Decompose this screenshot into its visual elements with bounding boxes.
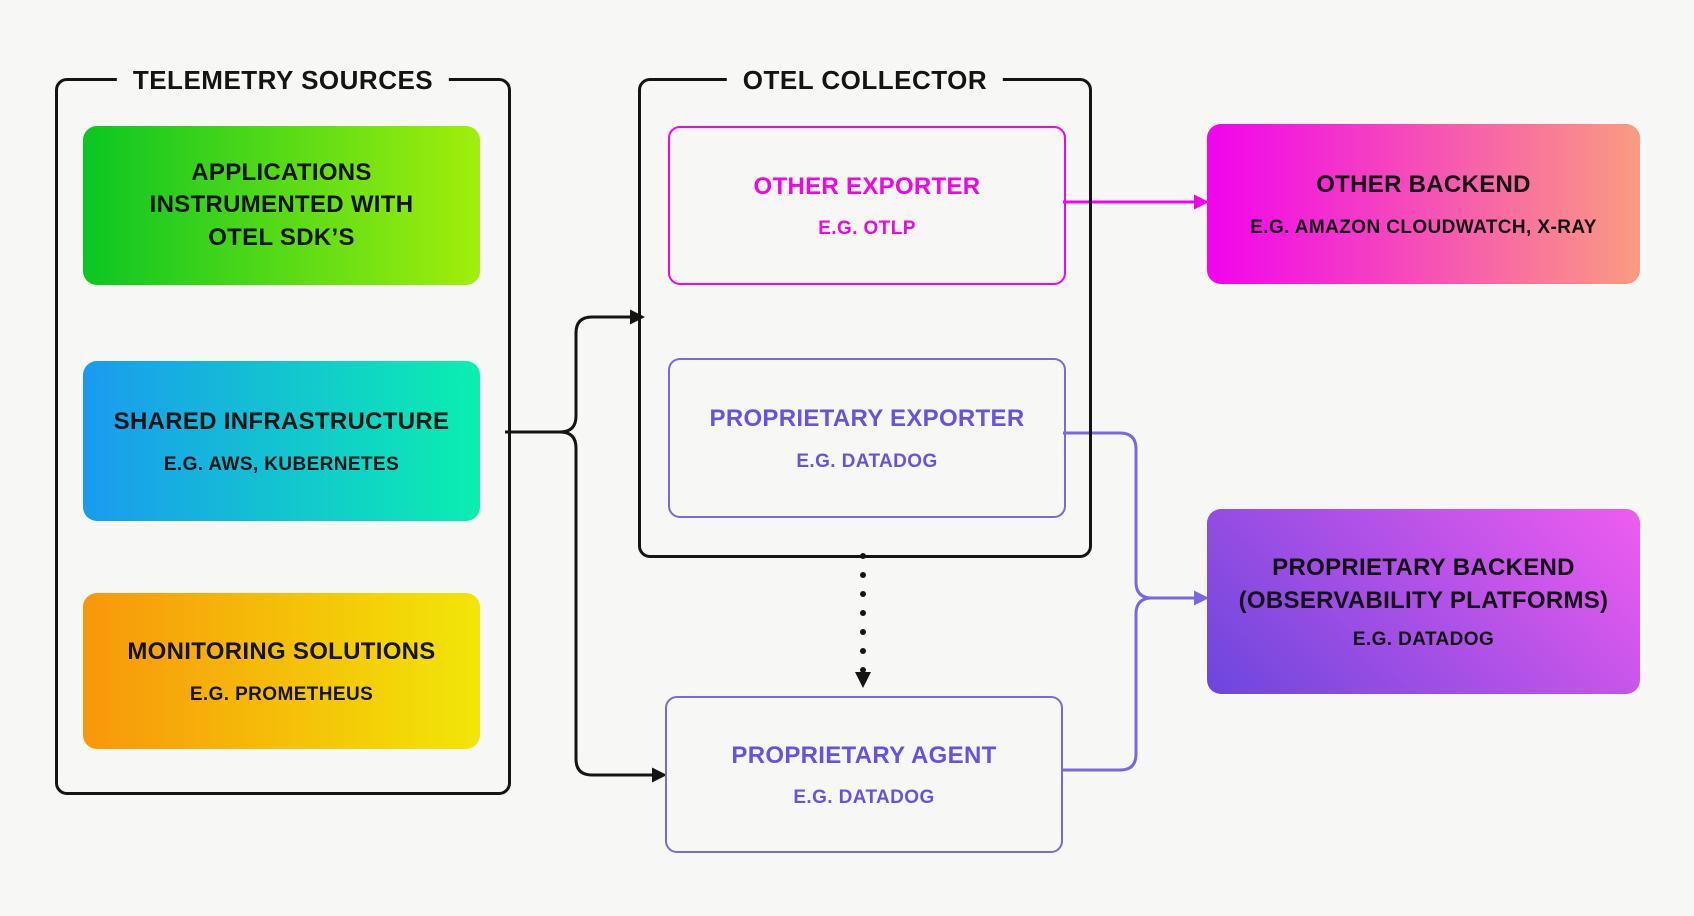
monitoring-solutions-node: MONITORING SOLUTIONS E.G. PROMETHEUS bbox=[83, 593, 480, 749]
shared-infrastructure-subtitle: E.G. AWS, KUBERNETES bbox=[163, 453, 400, 475]
sources-connector-lines bbox=[505, 315, 652, 777]
proprietary-backend-subtitle: E.G. DATADOG bbox=[1352, 628, 1495, 650]
proprietary-exporter-node: PROPRIETARY EXPORTER E.G. DATADOG bbox=[668, 358, 1066, 518]
other-exporter-title: OTHER EXPORTER bbox=[753, 172, 981, 200]
collector-to-agent-dotted-line bbox=[860, 553, 866, 673]
shared-infrastructure-title: SHARED INFRASTRUCTURE bbox=[113, 408, 450, 436]
proprietary-backend-title: PROPRIETARY BACKEND (OBSERVABILITY PLATF… bbox=[1238, 554, 1609, 614]
applications-title: APPLICATIONS INSTRUMENTED WITH OTEL SDK’… bbox=[149, 158, 414, 251]
proprietary-backend-node: PROPRIETARY BACKEND (OBSERVABILITY PLATF… bbox=[1207, 509, 1640, 694]
telemetry-sources-label: TELEMETRY SOURCES bbox=[116, 64, 450, 96]
shared-infrastructure-node: SHARED INFRASTRUCTURE E.G. AWS, KUBERNET… bbox=[83, 361, 480, 521]
other-exporter-subtitle: E.G. OTLP bbox=[818, 218, 916, 240]
monitoring-solutions-title: MONITORING SOLUTIONS bbox=[127, 638, 436, 666]
other-backend-node: OTHER BACKEND E.G. AMAZON CLOUDWATCH, X-… bbox=[1207, 124, 1640, 284]
other-backend-subtitle: E.G. AMAZON CLOUDWATCH, X-RAY bbox=[1250, 216, 1597, 238]
proprietary-exporter-subtitle: E.G. DATADOG bbox=[796, 450, 938, 472]
proprietary-agent-node: PROPRIETARY AGENT E.G. DATADOG bbox=[665, 696, 1063, 853]
proprietary-exporter-title: PROPRIETARY EXPORTER bbox=[709, 405, 1025, 433]
telemetry-sources-group: TELEMETRY SOURCES APPLICATIONS INSTRUMEN… bbox=[55, 64, 511, 795]
applications-node: APPLICATIONS INSTRUMENTED WITH OTEL SDK’… bbox=[83, 126, 480, 285]
proprietary-agent-subtitle: E.G. DATADOG bbox=[793, 787, 935, 809]
other-exporter-node: OTHER EXPORTER E.G. OTLP bbox=[668, 126, 1066, 285]
other-backend-title: OTHER BACKEND bbox=[1316, 171, 1531, 199]
proprietary-agent-title: PROPRIETARY AGENT bbox=[731, 741, 997, 769]
otel-collector-group: OTEL COLLECTOR OTHER EXPORTER E.G. OTLP … bbox=[638, 64, 1092, 558]
monitoring-solutions-subtitle: E.G. PROMETHEUS bbox=[189, 683, 374, 705]
otel-collector-label: OTEL COLLECTOR bbox=[726, 64, 1004, 96]
arrowhead-dotted-into-agent bbox=[855, 672, 871, 688]
